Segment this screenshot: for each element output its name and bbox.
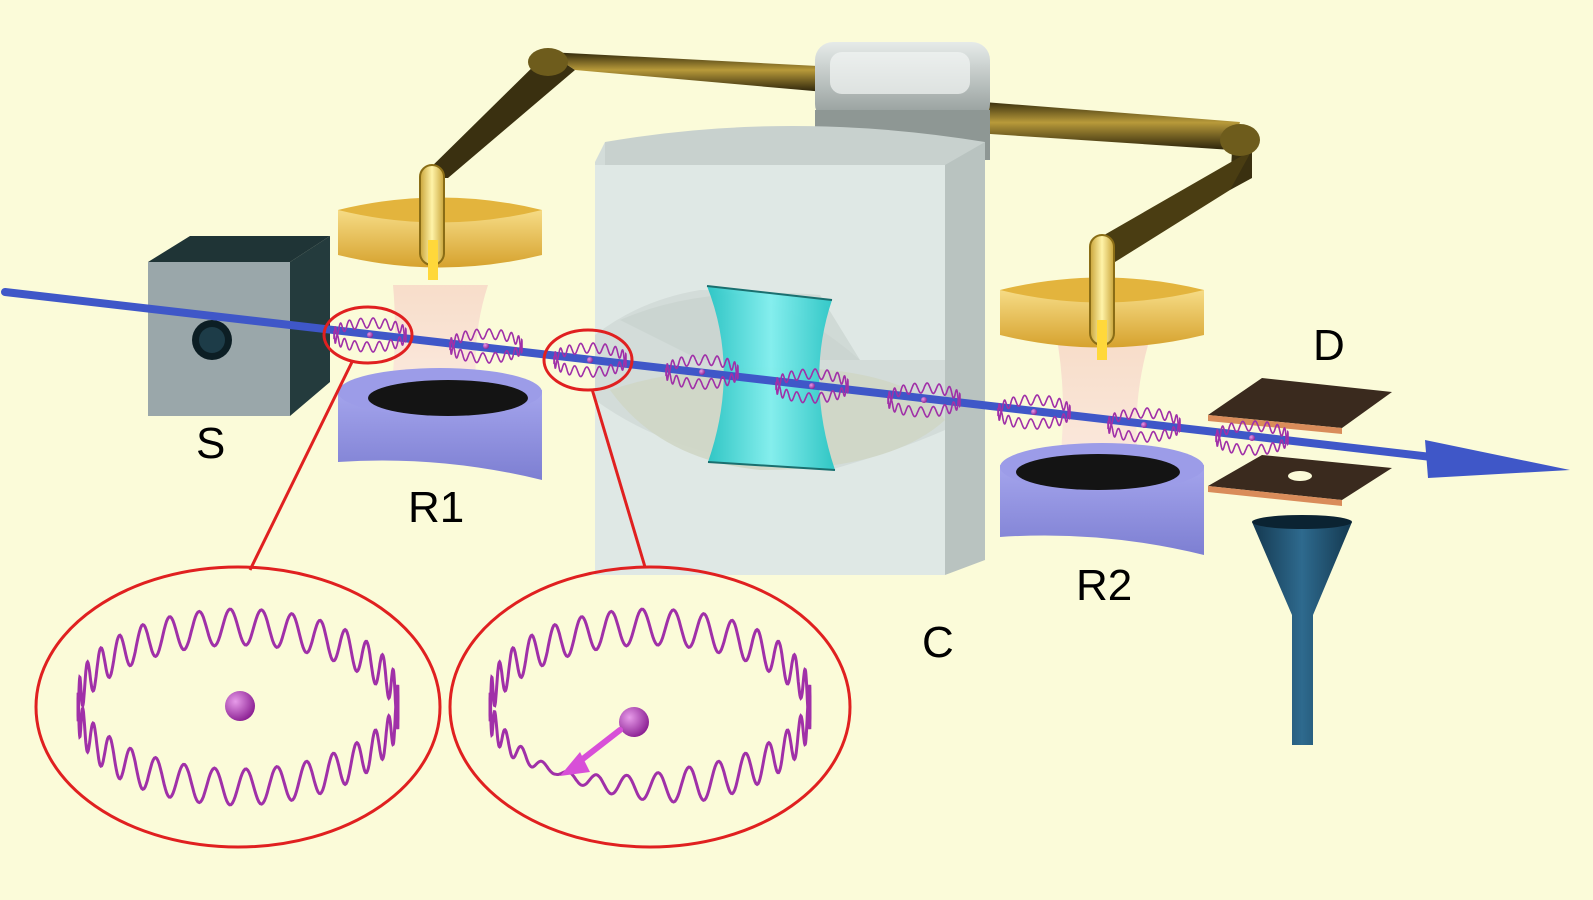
label-detector: D — [1313, 321, 1345, 370]
beam-atom — [665, 354, 739, 390]
beam-atom-core — [809, 383, 815, 389]
source-box — [148, 236, 330, 416]
beam-atom-core — [1031, 409, 1037, 415]
resonator-r1 — [338, 164, 542, 480]
beam-atom — [775, 368, 849, 404]
beam-atom — [449, 328, 523, 364]
zoom-atom-left — [76, 607, 400, 807]
beam-atom — [553, 342, 627, 378]
beam-atom — [1215, 420, 1289, 456]
beam-atom-core — [1141, 422, 1147, 428]
beam-atom-core — [367, 332, 373, 338]
beam-atom — [997, 394, 1071, 430]
beam-atom — [887, 382, 961, 418]
resonator-r2 — [1000, 234, 1204, 555]
beam-atom — [1107, 407, 1181, 443]
label-r2: R2 — [1076, 561, 1132, 610]
zoom-highlights — [34, 305, 852, 849]
beam-atom-core — [1249, 435, 1255, 441]
label-source: S — [196, 419, 225, 468]
beam-atom — [333, 317, 407, 353]
detector-plates — [1208, 378, 1392, 506]
atomic-beam — [1, 288, 1570, 478]
beam-atom-core — [483, 343, 489, 349]
zoomed-atoms — [76, 607, 812, 807]
zoom-atom-right-core — [619, 707, 649, 737]
zoom-atom-right — [488, 607, 812, 804]
label-r1: R1 — [408, 483, 464, 532]
zoom-atom-left-core — [225, 691, 255, 721]
beam-atom-core — [587, 357, 593, 363]
transition-arrow — [560, 727, 623, 776]
beam-atom-core — [921, 397, 927, 403]
waveguide-tubes — [420, 48, 1260, 262]
beam-atoms — [333, 317, 1289, 456]
label-cavity: C — [922, 618, 954, 667]
funnel — [1252, 515, 1352, 745]
beam-atom-core — [699, 369, 705, 375]
